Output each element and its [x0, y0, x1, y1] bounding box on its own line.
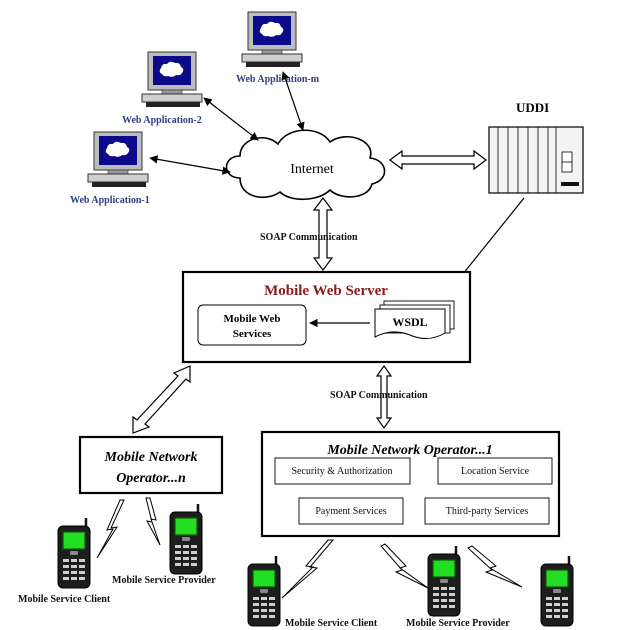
arrow-server-mno-1 — [375, 364, 393, 430]
computer-icon-web-app-1 — [87, 131, 149, 188]
wireless-signal-icons — [96, 497, 523, 599]
computer-icon-web-app-m — [241, 11, 303, 68]
phone-icon-bottom-provider — [426, 544, 462, 618]
arrow-server-mno-n — [132, 365, 191, 434]
web-app-2-label: Web Application-2 — [122, 115, 202, 126]
internet-cloud-icon — [225, 129, 386, 201]
phone-icon-bottom-right — [539, 554, 575, 628]
third-party-service-box — [424, 497, 550, 525]
mno-1-title: Mobile Network Operator...1 — [326, 443, 492, 458]
msc-left-label: Mobile Service Client — [18, 594, 111, 605]
arrow-web-app-m-internet — [281, 71, 305, 131]
phone-icon-left-client — [56, 516, 92, 590]
soap-top-label: SOAP Communication — [260, 232, 358, 243]
location-service-box — [437, 457, 553, 485]
signal-icon-bottom-2 — [380, 543, 429, 589]
wsdl-document-icon — [374, 300, 455, 339]
uddi-server-icon — [488, 126, 584, 194]
signal-icon-left-2 — [145, 497, 161, 546]
mobile-web-server-title: Mobile Web Server — [264, 283, 388, 299]
arrow-web-app-1-internet — [149, 155, 231, 175]
location-service-label: Location Service — [461, 466, 530, 477]
web-app-m-label: Web Application-m — [236, 74, 320, 85]
mno-n-line2: Operator...n — [116, 471, 186, 486]
arrow-web-app-2-internet — [203, 97, 259, 141]
phone-icon-left-provider — [168, 502, 204, 576]
arrow-internet-uddi — [389, 149, 487, 171]
soap-bottom-label: SOAP Communication — [330, 390, 428, 401]
signal-icon-left-1 — [96, 499, 125, 559]
uddi-label: UDDI — [516, 100, 549, 115]
wsdl-label: WSDL — [392, 315, 427, 329]
signal-icon-bottom-3 — [467, 545, 523, 588]
security-service-box — [274, 457, 411, 485]
computer-icon-web-app-2 — [141, 51, 203, 108]
mobile-web-services-box — [197, 304, 307, 346]
msc-bottom-label: Mobile Service Client — [285, 618, 378, 629]
mobile-web-services-line2: Services — [233, 328, 272, 340]
msp-bottom-label: Mobile Service Provider — [406, 618, 510, 629]
security-service-label: Security & Authorization — [291, 466, 392, 477]
payment-service-label: Payment Services — [315, 506, 386, 517]
payment-service-box — [298, 497, 404, 525]
third-party-service-label: Third-party Services — [446, 506, 529, 517]
mno-n-box — [78, 435, 224, 495]
web-app-1-label: Web Application-1 — [70, 195, 150, 206]
arrow-internet-server — [312, 197, 334, 271]
phone-icon-bottom-client — [246, 554, 282, 628]
signal-icon-bottom-1 — [281, 539, 335, 599]
internet-label: Internet — [290, 162, 334, 177]
mobile-web-services-line1: Mobile Web — [224, 313, 281, 325]
msp-left-label: Mobile Service Provider — [112, 575, 216, 586]
mno-n-line1: Mobile Network — [104, 450, 198, 465]
